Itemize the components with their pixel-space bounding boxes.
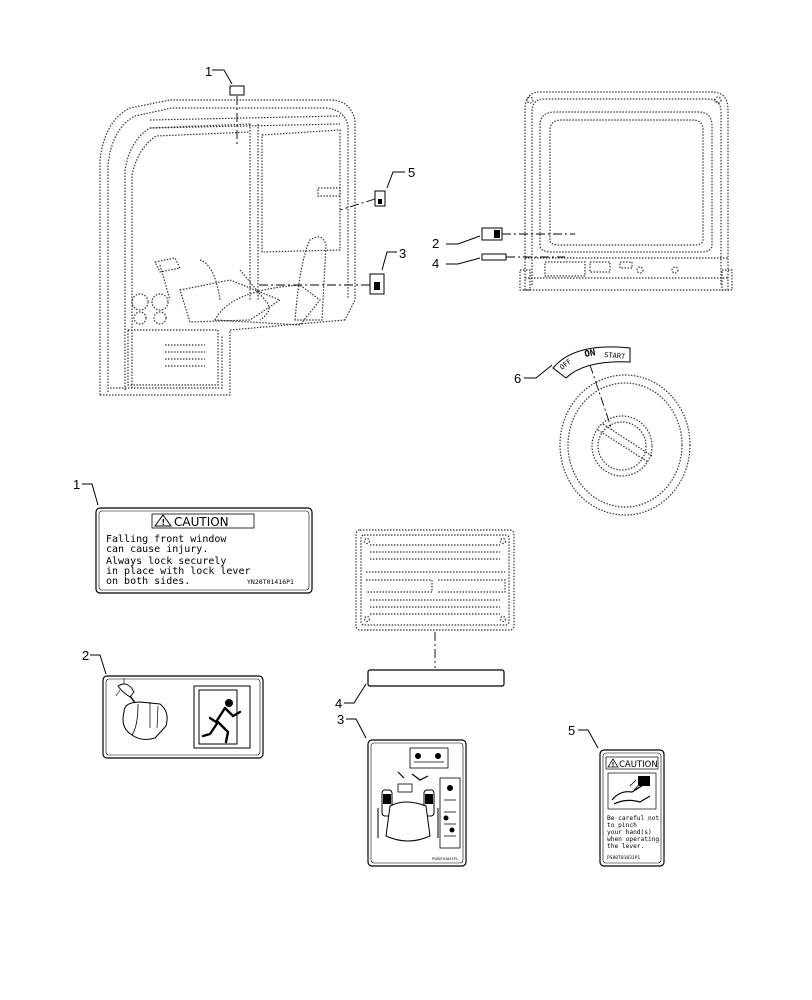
callout-label: 5 bbox=[408, 165, 415, 180]
callout-3-top: 3 bbox=[258, 246, 406, 295]
callout-label: 3 bbox=[337, 712, 344, 727]
callout-label: 2 bbox=[82, 648, 89, 663]
switch-on-label: ON bbox=[584, 348, 596, 360]
key-switch-assembly: 6 OFF ON START bbox=[514, 346, 691, 516]
caution-decal-window bbox=[95, 507, 313, 594]
decal-1-group: 1 ! CAUTION Falling front window can cau… bbox=[73, 477, 313, 594]
caution-heading: CAUTION bbox=[174, 515, 229, 529]
decal-5-part-number: PS80T01031P1 bbox=[607, 855, 640, 861]
plate-decal-group: 4 bbox=[335, 529, 515, 711]
decal-3-group: 3 PS80T01031P1 bbox=[337, 712, 467, 867]
decal-5-line-2: to pinch bbox=[607, 822, 637, 829]
lever-pattern-illustration bbox=[377, 747, 461, 849]
decal-1-part-number: YN20T01416P1 bbox=[247, 578, 294, 586]
running-man-exit-icon bbox=[193, 685, 251, 749]
callout-2-top: 2 bbox=[432, 227, 575, 251]
decal-5-line-5: the lever. bbox=[607, 843, 644, 850]
callout-1-top: 1 bbox=[205, 64, 245, 145]
callout-label: 4 bbox=[432, 256, 439, 271]
label-decal-1-thumb bbox=[229, 85, 245, 96]
decal-1-line-2: can cause injury. bbox=[106, 544, 208, 555]
callout-label: 6 bbox=[514, 371, 521, 386]
key-switch-decal bbox=[552, 346, 631, 379]
serial-plate-decal bbox=[355, 529, 515, 631]
callout-5-top: 5 bbox=[339, 165, 415, 211]
callout-label: 1 bbox=[73, 477, 80, 492]
pinch-hand-icon bbox=[607, 772, 657, 810]
decal-5-line-1: Be careful not bbox=[607, 815, 659, 822]
decal-1-line-3: Always lock securely bbox=[106, 556, 226, 567]
callout-label: 1 bbox=[205, 64, 212, 79]
decal-1-line-4: in place with lock lever bbox=[106, 566, 251, 577]
svg-text:!: ! bbox=[162, 518, 166, 527]
cab-side-view bbox=[99, 99, 356, 396]
warning-triangle-icon: ! bbox=[154, 514, 172, 527]
warning-triangle-icon: ! bbox=[607, 758, 619, 769]
decal-5-line-3: your hand(s) bbox=[607, 829, 652, 836]
caution-header bbox=[605, 756, 659, 770]
hammer-hand-icon bbox=[115, 678, 168, 740]
caution-heading: CAUTION bbox=[619, 760, 658, 770]
decal-1-line-5: on both sides. bbox=[106, 576, 190, 587]
callout-label: 3 bbox=[399, 246, 406, 261]
callout-4-top: 4 bbox=[432, 253, 565, 271]
decal-3-part-number: PS80T01031P1 bbox=[432, 857, 458, 861]
callout-label: 2 bbox=[432, 236, 439, 251]
label-decal-4-thumb bbox=[481, 253, 507, 261]
blank-strip-decal bbox=[367, 669, 505, 687]
cab-rear-view bbox=[519, 91, 733, 291]
decal-1-line-1: Falling front window bbox=[106, 534, 227, 545]
svg-text:!: ! bbox=[612, 762, 615, 769]
decal-5-group: 5 ! CAUTION Be careful not to pinch your… bbox=[568, 723, 665, 867]
caution-header bbox=[151, 513, 255, 529]
callout-label: 5 bbox=[568, 723, 575, 738]
label-decal-5-thumb bbox=[374, 190, 386, 207]
callout-label: 4 bbox=[335, 696, 342, 711]
decal-2-group: 2 bbox=[82, 648, 264, 759]
decal-5-line-4: when operating bbox=[607, 836, 659, 843]
switch-start-label: START bbox=[604, 351, 626, 361]
